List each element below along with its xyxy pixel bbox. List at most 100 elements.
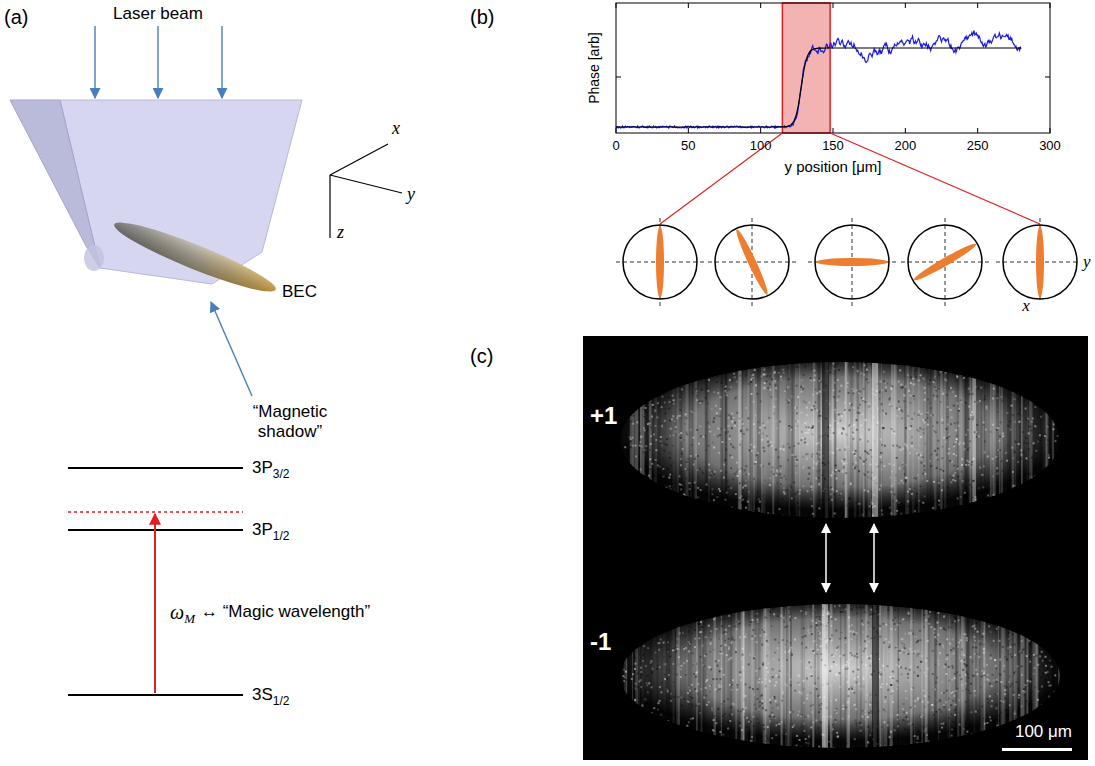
- speckle: [938, 507, 940, 509]
- speckle: [890, 491, 892, 493]
- speckle: [907, 415, 909, 417]
- stripe-texture: [635, 362, 639, 518]
- speckle: [990, 431, 992, 433]
- speckle: [934, 398, 936, 400]
- speckle: [941, 489, 943, 491]
- speckle: [1000, 700, 1002, 702]
- speckle: [818, 507, 820, 509]
- speckle: [761, 439, 763, 441]
- speckle: [897, 624, 899, 626]
- speckle: [900, 387, 902, 389]
- speckle: [708, 387, 710, 389]
- speckle: [682, 439, 684, 441]
- speckle: [1033, 442, 1035, 444]
- speckle: [708, 445, 710, 447]
- speckle: [810, 377, 812, 379]
- speckle: [783, 449, 785, 451]
- speckle: [629, 436, 631, 438]
- speckle: [846, 386, 848, 388]
- stripe-texture: [762, 362, 765, 518]
- speckle: [849, 508, 851, 510]
- stripe-texture: [688, 604, 692, 748]
- speckle: [894, 433, 896, 435]
- speckle: [774, 652, 776, 654]
- speckle: [1030, 429, 1032, 431]
- speckle: [790, 454, 792, 456]
- speckle: [950, 387, 952, 389]
- speckle: [711, 493, 713, 495]
- speckle: [844, 449, 846, 451]
- speckle: [968, 447, 970, 449]
- speckle: [963, 442, 965, 444]
- speckle: [938, 374, 940, 376]
- speckle: [761, 465, 763, 467]
- speckle: [918, 500, 920, 502]
- speckle: [701, 400, 703, 402]
- speckle: [663, 450, 665, 452]
- speckle: [1035, 459, 1037, 461]
- speckle: [763, 387, 765, 389]
- speckle: [887, 689, 889, 691]
- speckle: [973, 480, 975, 482]
- speckle: [674, 420, 676, 422]
- stripe-texture: [786, 604, 789, 748]
- speckle: [796, 465, 798, 467]
- speckle: [775, 388, 777, 390]
- stripe-texture: [788, 362, 791, 518]
- stripe-texture: [803, 604, 804, 748]
- speckle: [950, 423, 952, 425]
- speckle: [907, 673, 909, 675]
- speckle: [780, 477, 782, 479]
- speckle: [664, 402, 666, 404]
- speckle: [905, 427, 907, 429]
- speckle: [965, 402, 967, 404]
- speckle: [806, 407, 808, 409]
- speckle: [976, 402, 978, 404]
- stripe-texture: [747, 362, 750, 518]
- speckle: [929, 402, 931, 404]
- speckle: [838, 396, 840, 398]
- speckle: [775, 449, 777, 451]
- stripe-texture: [709, 362, 711, 518]
- speckle: [622, 682, 624, 684]
- speckle: [977, 631, 979, 633]
- speckle: [818, 410, 820, 412]
- speckle: [855, 465, 857, 467]
- speckle: [890, 628, 892, 630]
- speckle: [769, 484, 771, 486]
- speckle: [856, 429, 858, 431]
- speckle: [869, 628, 871, 630]
- speckle: [962, 484, 964, 486]
- speckle: [708, 477, 710, 479]
- speckle: [960, 399, 962, 401]
- stripe-texture: [845, 362, 847, 518]
- speckle: [956, 438, 958, 440]
- speckle: [840, 492, 842, 494]
- speckle: [948, 698, 950, 700]
- speckle: [651, 463, 653, 465]
- stripe-texture: [845, 362, 847, 518]
- speckle: [863, 685, 865, 687]
- speckle: [655, 459, 657, 461]
- stripe-texture: [813, 362, 816, 518]
- stripe-texture: [934, 604, 937, 748]
- speckle: [861, 413, 863, 415]
- speckle: [911, 436, 913, 438]
- speckle: [654, 413, 656, 415]
- speckle: [880, 438, 882, 440]
- speckle: [763, 447, 765, 449]
- speckle: [728, 615, 730, 617]
- speckle: [830, 487, 832, 489]
- stripe-texture: [848, 604, 850, 748]
- speckle: [796, 385, 798, 387]
- speckle: [663, 476, 665, 478]
- speckle: [941, 479, 943, 481]
- speckle: [900, 409, 902, 411]
- speckle: [956, 438, 958, 440]
- tick-mark: [833, 3, 834, 8]
- speckle: [754, 369, 756, 371]
- speckle: [802, 388, 804, 390]
- speckle: [862, 463, 864, 465]
- speckle: [840, 492, 842, 494]
- speckle: [896, 445, 898, 447]
